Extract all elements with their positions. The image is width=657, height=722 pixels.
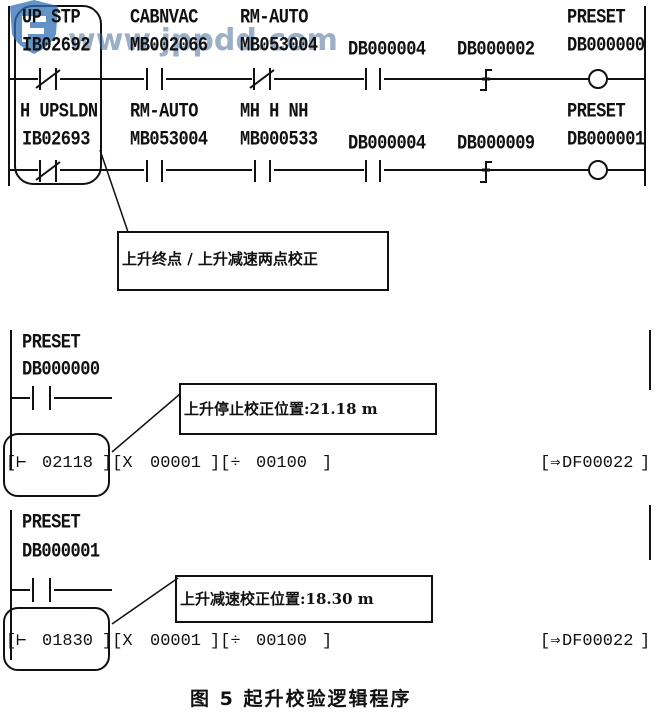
rung1-contact3-addr: MB053004 [240,34,318,58]
rung3-load-open: [⊢ [6,454,27,473]
callout-leader-top [99,149,129,233]
rung2-coil-addr: DB000001 [567,128,645,152]
rung1-contact1-addr: IB02692 [22,34,90,58]
rung3-dest-open: [⇒ [540,454,561,473]
rung3-close: ] [322,454,333,473]
rung2-contact1-addr: IB02693 [22,128,90,152]
rung1-contact5-addr: DB000002 [457,38,535,62]
rung4-div-value: 00100 [256,632,308,651]
rung4-load-open: [⊢ [6,632,27,651]
rung4-mul-open: ][X [102,632,133,651]
rung1-contact4-addr: DB000004 [348,38,426,62]
rung3-mul-open: ][X [102,454,133,473]
rung1-contact2-addr: MB002066 [130,34,208,58]
rung1-contact-no-4 [364,68,384,90]
rung4-load-value: 01830 [42,632,94,651]
callout-leader-rung4 [111,577,179,625]
rung2-coil-tag: PRESET [567,100,626,124]
rung1-coil-addr: DB000000 [567,34,645,58]
rung2-contact4-addr: DB000004 [348,132,426,156]
rung4-contact-addr: DB000001 [22,540,100,564]
rung3-load-highlight [3,433,110,497]
rung2-coil [588,160,608,180]
rung1-contact2-tag: CABNVAC [130,6,198,30]
rung2-rising-edge-5 [480,161,492,183]
rung3-dest-value: DF00022 [562,454,634,473]
rung3-contact-tag: PRESET [22,331,81,355]
rung3-div-open: ][÷ [210,454,241,473]
rung1-contact-no-2 [144,68,166,90]
figure-caption: 图 5 起升校验逻辑程序 [190,688,412,710]
rung4-contact-no [30,578,54,602]
rung2-contact2-addr: MB053004 [130,128,208,152]
rung2-contact5-addr: DB000009 [457,132,535,156]
shield-logo-icon [10,0,58,54]
note-box-rung4 [175,575,433,623]
rung1-contact3-tag: RM-AUTO [240,6,308,30]
rung3-load-value: 02118 [42,454,94,473]
rung2-contact-no-4 [364,160,384,182]
rung3-div-value: 00100 [256,454,308,473]
rung4-mul-value: 00001 [150,632,202,651]
note-box-top [117,231,389,291]
rung3-dest-close: ] [640,454,651,473]
rung1-coil [588,69,608,89]
rung3-note-text: 上升停止校正位置:21.18 m [184,400,378,418]
rung4-dest-value: DF00022 [562,632,634,651]
rung1-contact-nc-3 [249,68,275,90]
callout-leader-rung3 [111,393,181,453]
rung4-contact-tag: PRESET [22,511,81,535]
rung2-contact-nc-1 [35,160,61,182]
rung3-mul-value: 00001 [150,454,202,473]
rung1-contact1-tag: UP STP [22,6,81,30]
rung2-contact3-addr: MB000533 [240,128,318,152]
rung2-contact-no-2 [144,160,166,182]
note-box-rung3 [179,383,437,435]
rung3-contact-addr: DB000000 [22,358,100,382]
rung4-note-text: 上升减速校正位置:18.30 m [180,590,374,608]
rung2-contact3-tag: MH H NH [240,100,308,124]
rung2-contact2-tag: RM-AUTO [130,100,198,124]
rung2-contact1-tag: H UPSLDN [20,100,98,124]
rung4-dest-open: [⇒ [540,632,561,651]
rung1-coil-tag: PRESET [567,6,626,30]
rung4-dest-close: ] [640,632,651,651]
rung4-div-open: ][÷ [210,632,241,651]
rung2-contact-no-3 [252,160,274,182]
note-top-text: 上升终点 / 上升减速两点校正 [122,250,318,268]
rung4-close: ] [322,632,333,651]
rung1-rising-edge-5 [480,69,492,91]
rung1-contact-nc-1 [35,68,61,90]
rung3-contact-no [30,386,54,410]
rung4-load-highlight [3,607,110,671]
watermark-text: www.jppdd.com [68,23,338,58]
